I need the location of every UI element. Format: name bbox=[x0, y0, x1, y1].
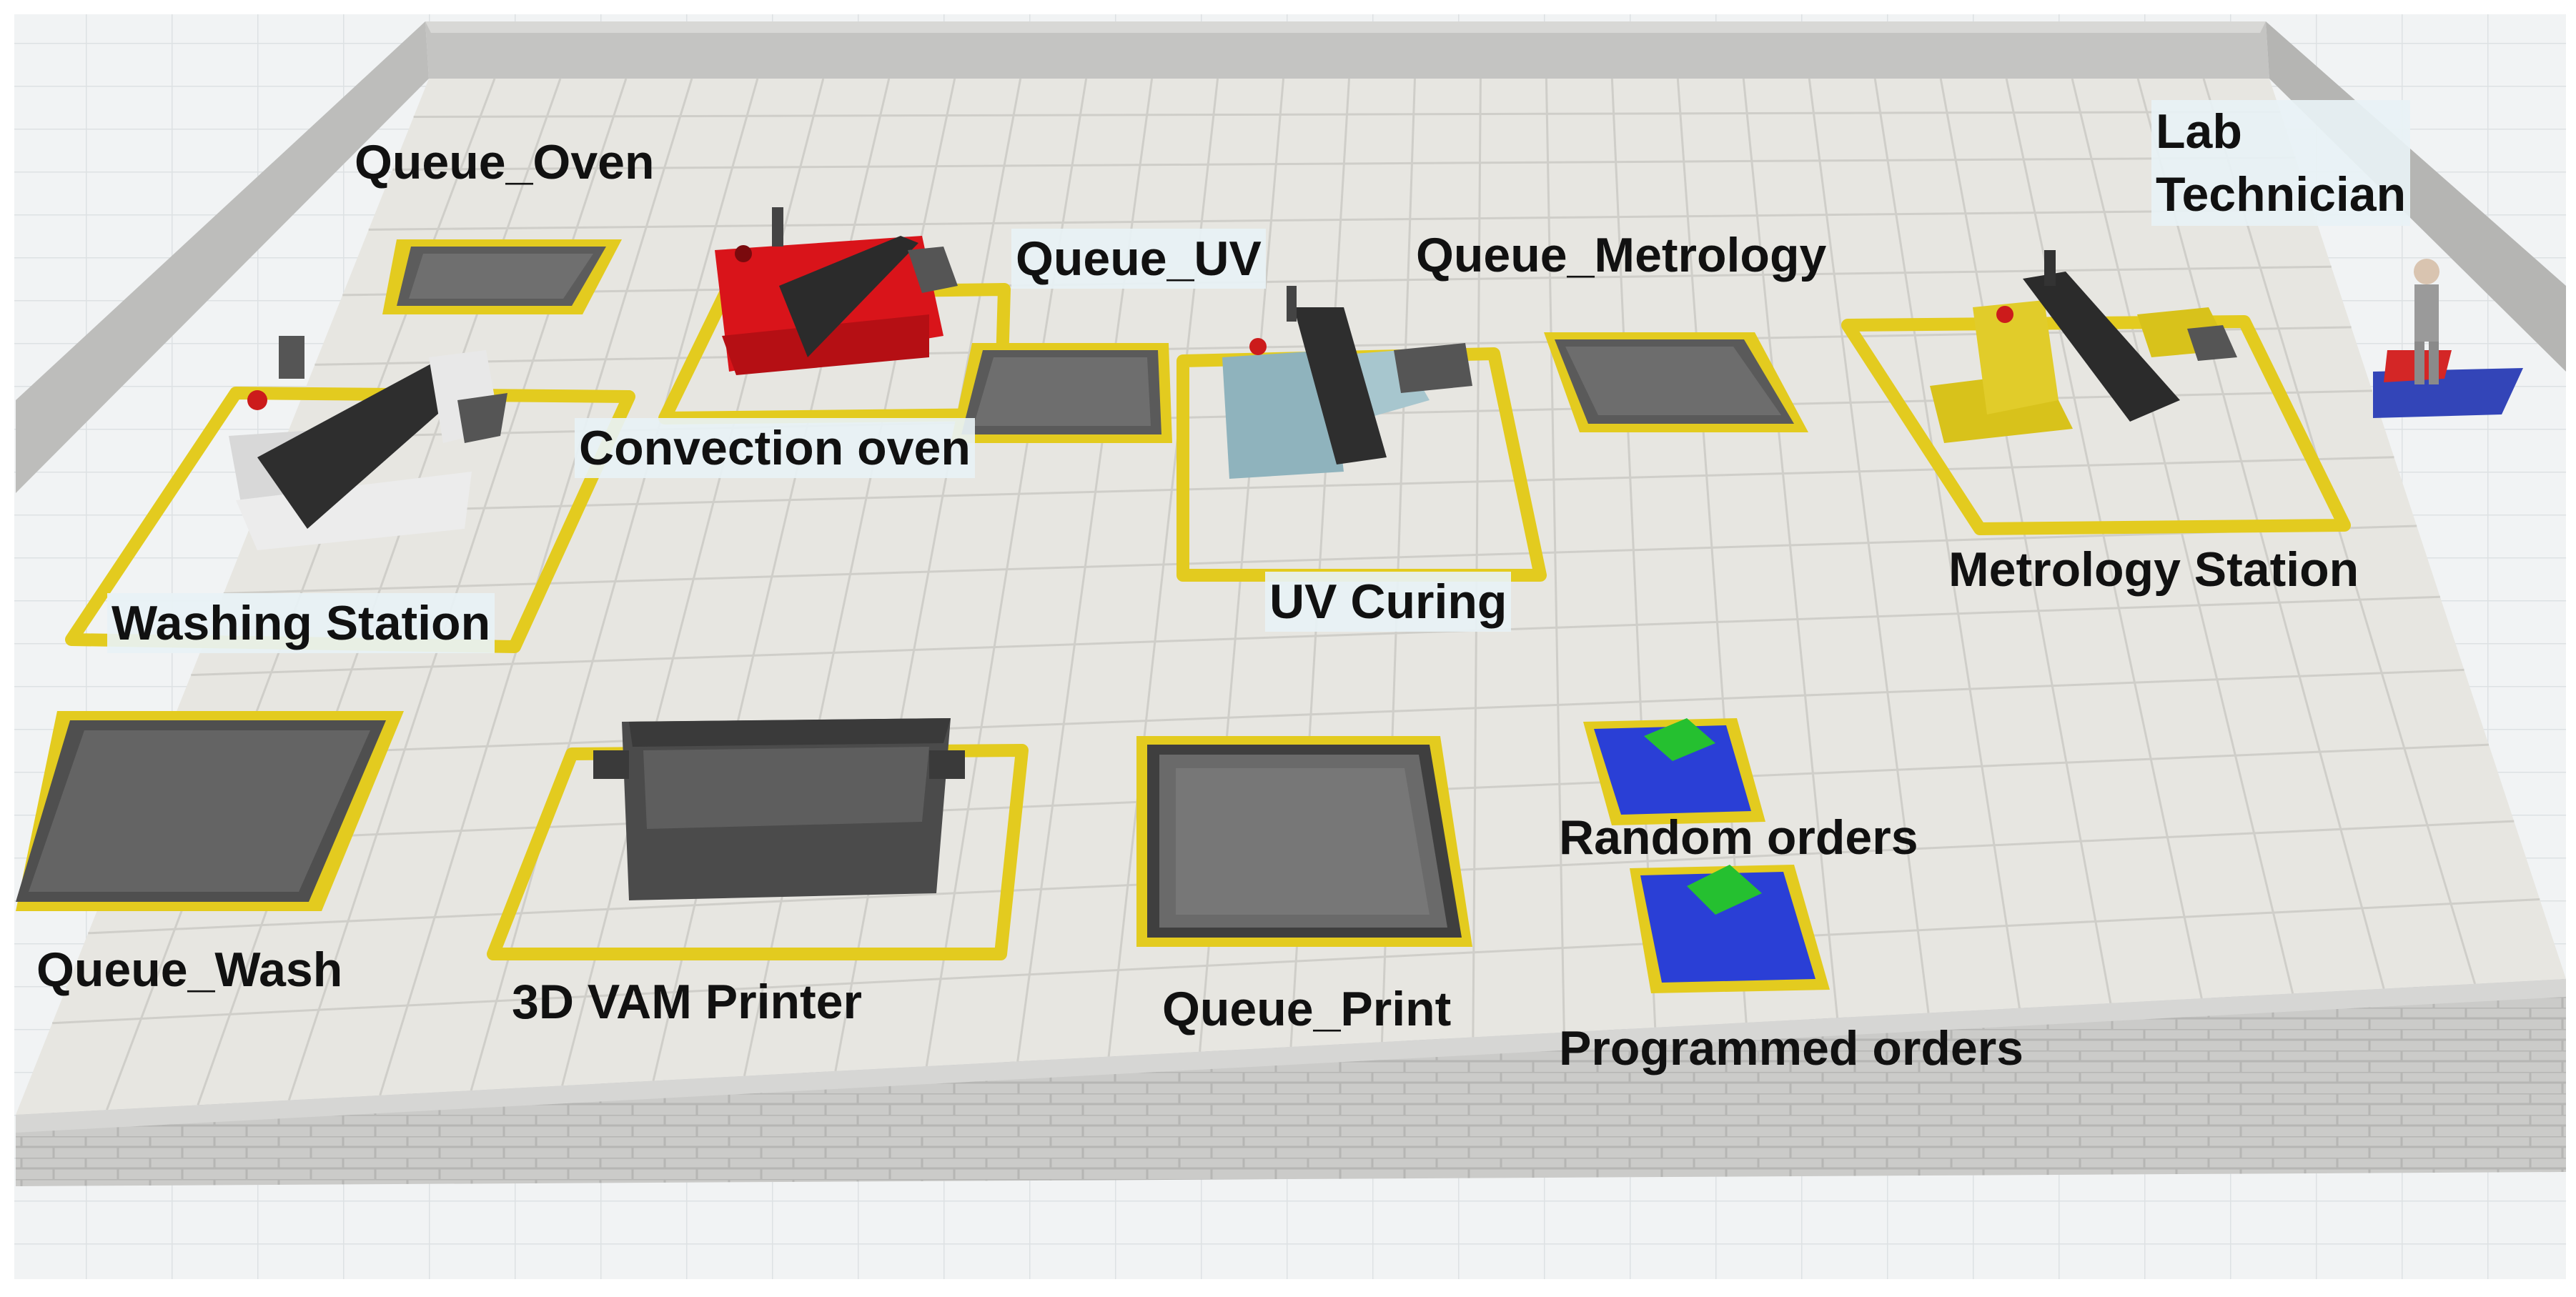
queue-oven-pad[interactable] bbox=[382, 239, 622, 314]
programmed-orders-source[interactable] bbox=[1630, 865, 1830, 993]
uv-curing-label: UV Curing bbox=[1265, 572, 1512, 632]
queue-metrology-pad[interactable] bbox=[1544, 332, 1808, 432]
metrology-station-zone[interactable] bbox=[1841, 315, 2351, 535]
queue-wash-label: Queue_Wash bbox=[36, 943, 343, 997]
queue-print-label: Queue_Print bbox=[1162, 982, 1452, 1036]
queue-oven-label: Queue_Oven bbox=[355, 135, 655, 189]
vam-printer-label: 3D VAM Printer bbox=[512, 975, 862, 1029]
random-orders-source[interactable] bbox=[1583, 718, 1765, 825]
queue-uv-pad[interactable] bbox=[951, 343, 1172, 443]
left-wall bbox=[16, 21, 429, 493]
convection-oven-machine[interactable] bbox=[715, 207, 958, 375]
back-wall bbox=[425, 21, 2269, 79]
metrology-station-label: Metrology Station bbox=[1948, 542, 2359, 597]
programmed-orders-label: Programmed orders bbox=[1559, 1021, 2023, 1075]
lab-technician-figure[interactable] bbox=[2373, 259, 2523, 418]
metrology-station-machine[interactable] bbox=[1930, 250, 2237, 443]
back-wall-top bbox=[425, 21, 2266, 33]
washing-station-label: Washing Station bbox=[107, 593, 495, 653]
queue-print-pad[interactable] bbox=[1136, 736, 1472, 947]
queue-uv-label: Queue_UV bbox=[1011, 229, 1266, 289]
convection-oven-label: Convection oven bbox=[575, 418, 975, 478]
lab-technician-label: Lab Technician bbox=[2151, 100, 2411, 226]
front-wall-top bbox=[16, 979, 2566, 1133]
lab-technician-label-line2: Technician bbox=[2156, 167, 2407, 222]
lab-technician-label-line1: Lab bbox=[2156, 104, 2242, 159]
random-orders-label: Random orders bbox=[1559, 810, 1918, 865]
uv-curing-machine[interactable] bbox=[1222, 286, 1472, 479]
queue-wash-pad[interactable] bbox=[16, 711, 404, 911]
queue-metrology-label: Queue_Metrology bbox=[1416, 228, 1827, 282]
printer-machine[interactable] bbox=[593, 718, 965, 900]
washing-station-machine[interactable] bbox=[229, 336, 507, 550]
